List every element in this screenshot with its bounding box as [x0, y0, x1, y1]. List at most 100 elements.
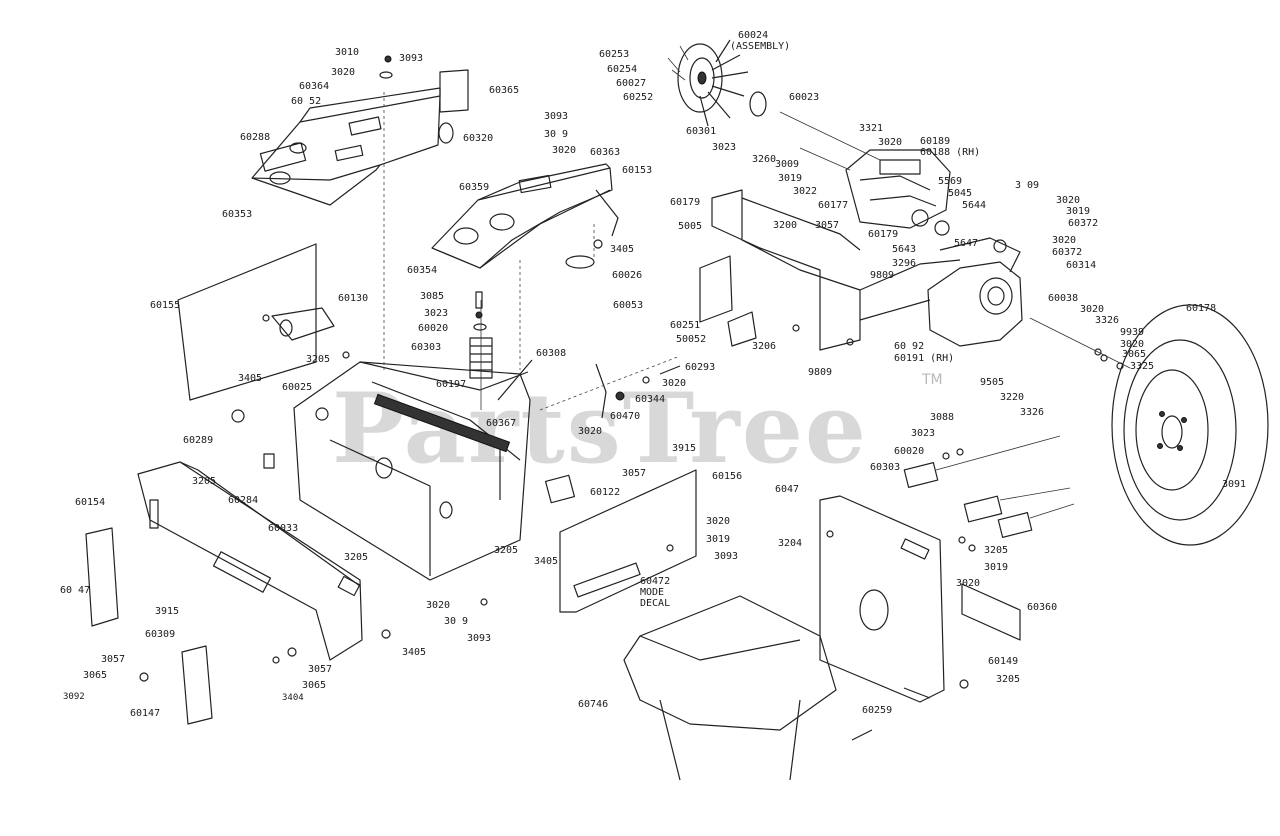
label-3065c: 3065: [302, 680, 326, 691]
label-5005: 5005: [678, 221, 702, 232]
panel-6047-right: [819, 495, 945, 703]
pin-60293: [659, 365, 681, 375]
console-panel-lower: [431, 163, 619, 269]
label-3206: 3206: [752, 341, 776, 352]
label-60188: 60188 (RH): [920, 147, 980, 158]
label-60025: 60025: [282, 382, 312, 393]
watermark-trademark: TM: [921, 372, 943, 388]
linkage-60470: [595, 363, 607, 419]
control-plate-60156: [559, 469, 697, 613]
label-60288: 60288: [240, 132, 270, 143]
label-60372a: 60372: [1068, 218, 1098, 229]
label-60372b: 60372: [1052, 247, 1082, 258]
label-3404: 3404: [282, 693, 304, 703]
label-60354: 60354: [407, 265, 437, 276]
label-60472-mode: MODE: [640, 587, 664, 598]
label-5045: 5045: [948, 188, 972, 199]
side-frame-left: [137, 461, 363, 661]
bar-60259: [851, 687, 931, 741]
label-60020b: 60020: [894, 446, 924, 457]
label-60303a: 60303: [411, 342, 441, 353]
label-9809a: 9809: [870, 270, 894, 281]
label-60251: 60251: [670, 320, 700, 331]
label-60038: 60038: [1048, 293, 1078, 304]
hydro-pump-assembly: [845, 149, 951, 236]
label-60033: 60033: [268, 523, 298, 534]
label-3020d: 3020: [1056, 195, 1080, 206]
label-60020a: 60020: [418, 323, 448, 334]
label-9939: 9939: [1120, 327, 1144, 338]
label-6047b: 60 47: [60, 585, 90, 596]
label-60197: 60197: [436, 379, 466, 390]
label-3057d: 3057: [308, 664, 332, 675]
label-3057b: 3057: [622, 468, 646, 479]
label-3009b: 3 09: [1015, 180, 1039, 191]
label-60179a: 60179: [670, 197, 700, 208]
label-60472: 60472: [640, 576, 670, 587]
label-3020g: 3020: [1120, 339, 1144, 350]
label-3020j: 3020: [706, 516, 730, 527]
label-60320: 60320: [463, 133, 493, 144]
label-60156: 60156: [712, 471, 742, 482]
label-60344: 60344: [635, 394, 665, 405]
clip-60284: [263, 453, 275, 469]
label-9505: 9505: [980, 377, 1004, 388]
label-60154: 60154: [75, 497, 105, 508]
washer-3020h: [642, 376, 650, 384]
label-3020h: 3020: [662, 378, 686, 389]
label-60122: 60122: [590, 487, 620, 498]
plate-60147: [181, 645, 213, 725]
bracket-50052: [727, 311, 757, 347]
plate-6047-left: [85, 527, 119, 627]
label-60289: 60289: [183, 435, 213, 446]
label-3065b: 3065: [83, 670, 107, 681]
label-50052: 50052: [676, 334, 706, 345]
part-labels: 3010 3093 3020 60364 60 52 60365 60288 6…: [60, 30, 1246, 719]
bushing-60344: [615, 391, 625, 401]
transaxle-assembly: [927, 237, 1023, 347]
label-3205c: 3205: [192, 476, 216, 487]
label-5643: 5643: [892, 244, 916, 255]
spring-set-right: [903, 462, 1033, 538]
label-3093c: 3093: [714, 551, 738, 562]
panel-60360: [961, 583, 1021, 641]
fan-pulley-assembly: [677, 39, 767, 127]
label-3019b: 3019: [1066, 206, 1090, 217]
label-60472-decal: DECAL: [640, 598, 670, 609]
label-3915a: 3915: [672, 443, 696, 454]
label-3405b: 3405: [238, 373, 262, 384]
label-3092: 3092: [63, 692, 85, 702]
label-60130: 60130: [338, 293, 368, 304]
label-60023: 60023: [789, 92, 819, 103]
label-60301: 60301: [686, 126, 716, 137]
label-60308: 60308: [536, 348, 566, 359]
label-3296: 3296: [892, 258, 916, 269]
label-3010: 3010: [335, 47, 359, 58]
bolt-3085: [475, 291, 483, 309]
label-3057a: 3057: [815, 220, 839, 231]
label-3023a: 3023: [712, 142, 736, 153]
label-60153: 60153: [622, 165, 652, 176]
label-3325: 3325: [1130, 361, 1154, 372]
label-9809b: 9809: [808, 367, 832, 378]
label-60177: 60177: [818, 200, 848, 211]
label-60353: 60353: [222, 209, 252, 220]
label-3205f: 3205: [996, 674, 1020, 685]
label-3326b: 3326: [1020, 407, 1044, 418]
label-3065a: 3065: [1122, 349, 1146, 360]
panel-60155: [177, 243, 317, 401]
screw-3093a: [384, 55, 392, 63]
label-60365: 60365: [489, 85, 519, 96]
label-3020a: 3020: [331, 67, 355, 78]
label-60746: 60746: [578, 699, 608, 710]
bar-60367: [373, 393, 511, 453]
washer-60020a: [473, 323, 487, 331]
label-60026: 60026: [612, 270, 642, 281]
nut-60289: [231, 409, 245, 423]
label-6052: 60 52: [291, 96, 321, 107]
label-3260: 3260: [752, 154, 776, 165]
label-3093b: 3093: [544, 111, 568, 122]
label-60027: 60027: [616, 78, 646, 89]
grommet-60320: [438, 122, 454, 144]
label-60024: 60024: [738, 30, 768, 41]
